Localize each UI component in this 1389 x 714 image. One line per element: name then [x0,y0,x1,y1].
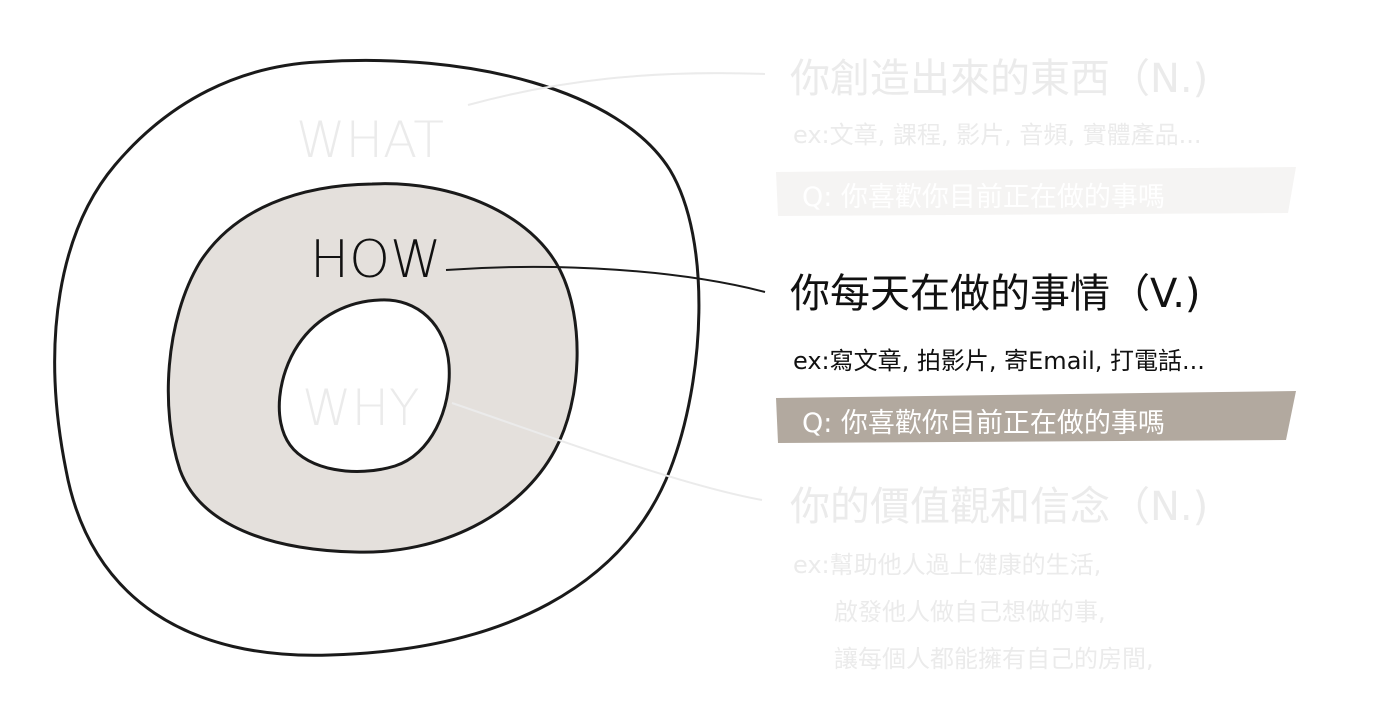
why-callout-title: 你的價值觀和信念（N.) [790,484,1208,530]
what-question-bar [776,167,1296,216]
how-question-text: Q: 你喜歡你目前正在做的事嗎 [802,408,1165,439]
why-connector-line [451,402,763,501]
how-question-bar [776,391,1296,443]
how-callout-title: 你每天在做的事情（V.) [790,271,1201,317]
why-callout-example-line: 啟發他人做自己想做的事, [834,598,1106,626]
why-callout-example-line: 讓每個人都能擁有自己的房間, [834,645,1154,673]
how-ring-label: HOW [310,230,441,290]
why-ring-label: WHY [302,379,420,437]
inner-ring-why [277,298,451,473]
why-callout-example-line: ex:幫助他人過上健康的生活, [793,551,1101,579]
how-callout-example: ex:寫文章, 拍影片, 寄Email, 打電話... [793,347,1205,375]
what-connector-line [467,72,766,106]
what-ring-label: WHAT [296,111,444,169]
what-question-text: Q: 你喜歡你目前正在做的事嗎 [802,182,1165,213]
what-callout-example: ex:文章, 課程, 影片, 音頻, 實體產品... [793,121,1202,149]
how-connector-line [445,265,766,293]
what-callout-title: 你創造出來的東西（N.) [790,56,1208,102]
